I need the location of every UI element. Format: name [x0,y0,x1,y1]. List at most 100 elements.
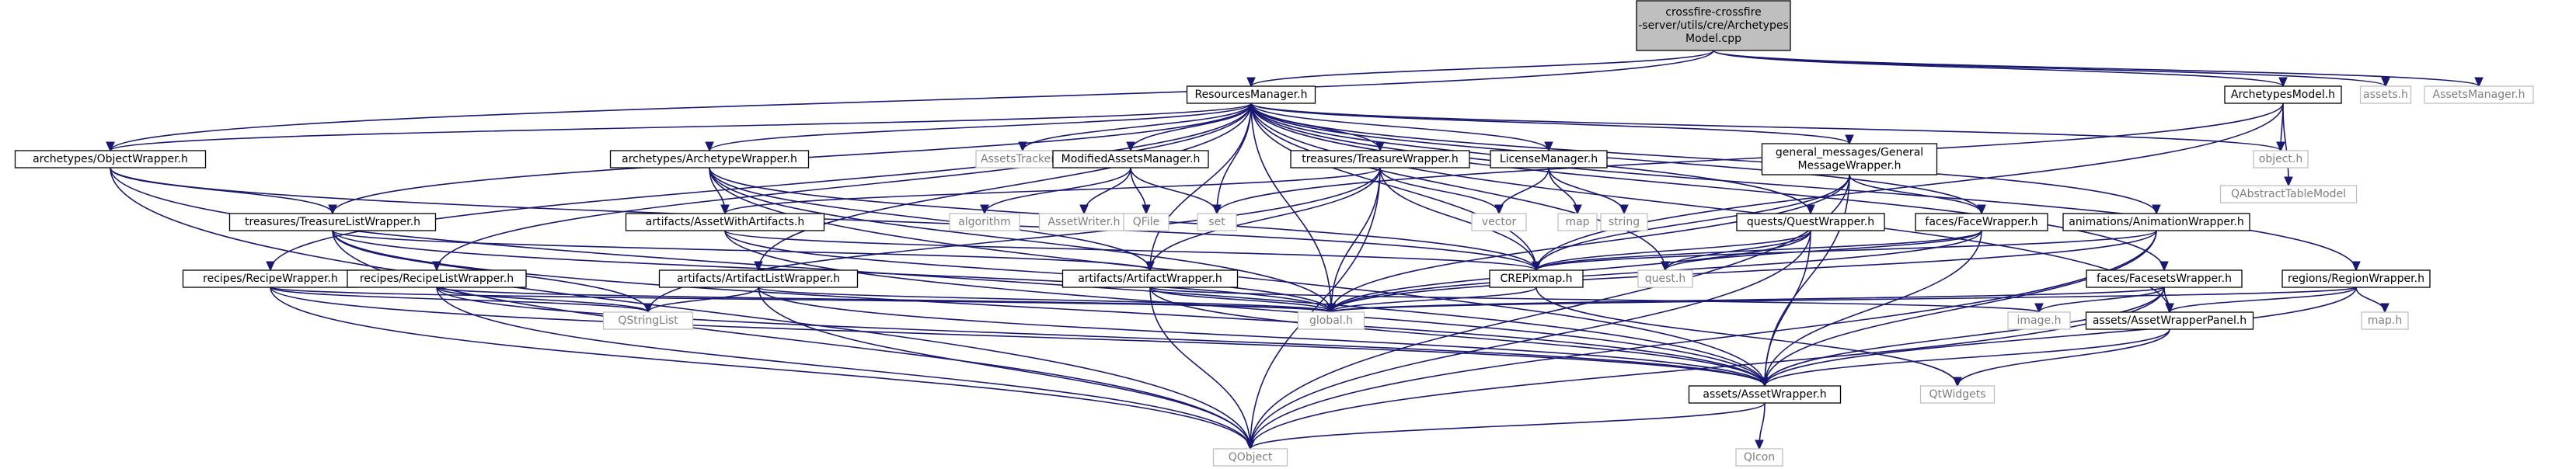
node-label-assets: assets.h [2363,89,2408,101]
node-box-regionwrap [2281,269,2431,288]
node-label-genmsg-line2: MessageWrapper.h [1797,160,1901,172]
node-archwrap[interactable]: archetypes/ArchetypeWrapper.h [609,150,810,168]
edge-treaswrap-to-vector [1379,167,1499,214]
node-box-root [1636,0,1791,51]
edge-recipewrap-to-qstringlist [270,287,648,312]
edge-facewrap-to-questh [1665,230,1982,270]
node-map: map [1557,213,1598,231]
edge-recipelist-to-qstringlist [436,287,648,312]
node-label-string: string [1609,216,1640,228]
node-modassets[interactable]: ModifiedAssetsManager.h [1052,150,1209,168]
node-label-algorithm: algorithm [958,216,1011,228]
node-algorithm: algorithm [949,213,1020,231]
node-box-global [1297,311,1365,330]
node-box-awpanel [2085,311,2254,330]
node-label-assetwriter: AssetWriter.h [1047,216,1120,228]
node-crepixmap[interactable]: CREPixmap.h [1489,269,1584,288]
node-recipelist[interactable]: recipes/RecipeListWrapper.h [347,269,527,288]
edge-regionwrap-to-global [1331,287,2357,312]
node-label-objwrap: archetypes/ObjectWrapper.h [33,153,188,165]
node-label-qabstract: QAbstractTableModel [2231,188,2346,200]
node-box-questh [1637,269,1693,288]
node-label-archwrap: archetypes/ArchetypeWrapper.h [622,153,797,165]
node-qobject: QObject [1212,448,1288,467]
edge-modassets-to-set [1130,167,1217,214]
edge-awpanel-to-qwidgets [1957,328,2170,386]
edge-recipewrap-to-qobject [270,287,1250,449]
node-label-global: global.h [1309,314,1353,327]
edge-resmgr-to-facewrap [1250,102,1982,214]
node-label-archmodel: ArchetypesModel.h [2231,89,2335,101]
node-archmodel[interactable]: ArchetypesModel.h [2224,85,2342,104]
node-label-genmsg-line1: general_messages/General [1776,147,1923,159]
node-facewrap[interactable]: faces/FaceWrapper.h [1915,213,2048,231]
edge-animwrap-to-crepixmap [1536,230,2157,270]
edge-root-to-assets [1713,50,2386,86]
edge-resmgr-to-awpanel [1250,102,2170,312]
node-regionwrap[interactable]: regions/RegionWrapper.h [2281,269,2431,288]
node-box-qabstract [2219,185,2358,203]
node-label-root-line3: Model.cpp [1685,33,1741,45]
node-artlist[interactable]: artifacts/ArtifactListWrapper.h [658,269,859,288]
edge-resmgr-to-crepixmap [1250,102,1536,270]
edge-resmgr-to-animwrap [1250,102,2156,214]
edge-genmsg-to-global [1331,174,1850,312]
edge-facewrap-to-assetwrap [1765,230,1982,386]
node-label-modassets: ModifiedAssetsManager.h [1061,153,1201,165]
node-assetwrap[interactable]: assets/AssetWrapper.h [1688,385,1842,404]
node-label-qfile: QFile [1133,216,1159,228]
node-artwrap[interactable]: artifacts/ArtifactWrapper.h [1061,269,1239,288]
node-box-resmgr [1186,85,1316,104]
edge-treaslist-to-assetwrap [332,230,1765,386]
node-box-qwidgets [1919,385,1996,404]
node-box-awa [625,213,825,231]
node-qicon: QIcon [1735,448,1783,467]
node-animwrap[interactable]: animations/AnimationWrapper.h [2062,213,2250,231]
node-treaswrap[interactable]: treasures/TreasureWrapper.h [1290,150,1470,168]
node-vector: vector [1471,213,1527,231]
node-box-crepixmap [1489,269,1584,288]
node-label-facewrap: faces/FaceWrapper.h [1925,216,2037,228]
node-resmgr[interactable]: ResourcesManager.h [1186,85,1316,104]
node-questh: quest.h [1637,269,1693,288]
node-recipewrap[interactable]: recipes/RecipeWrapper.h [182,269,359,288]
node-label-root-line2: -server/utils/cre/Archetypes [1638,19,1789,32]
edge-treaswrap-to-awa [725,167,1381,214]
node-awpanel[interactable]: assets/AssetWrapperPanel.h [2085,311,2254,330]
node-facesets[interactable]: faces/FacesetsWrapper.h [2086,269,2243,288]
edge-facesets-to-qobject [1250,287,2165,449]
edge-treaswrap-to-artwrap [1150,167,1381,270]
edge-recipelist-to-qobject [436,287,1250,449]
edge-archmodel-to-crepixmap [1536,102,2284,270]
edge-artwrap-to-qobject [1149,287,1250,449]
edge-facesets-to-global [1331,287,2165,312]
edge-regionwrap-to-awpanel [2170,287,2357,312]
edge-facesets-to-imageh [2039,287,2165,312]
node-root[interactable]: crossfire-crossfire-server/utils/cre/Arc… [1636,0,1791,51]
edge-licmgr-to-string [1548,167,1624,214]
node-set: set [1197,213,1237,231]
node-box-genmsg [1761,143,1938,175]
node-box-licmgr [1490,150,1608,168]
node-objecth: object.h [2253,150,2309,168]
edge-resmgr-to-global [1250,102,1331,312]
edge-facesets-to-assetwrap [1765,287,2165,386]
node-questwrap[interactable]: quests/QuestWrapper.h [1736,213,1885,231]
node-label-licmgr: LicenseManager.h [1500,153,1598,165]
node-licmgr[interactable]: LicenseManager.h [1490,150,1608,168]
node-treaslist[interactable]: treasures/TreasureListWrapper.h [228,213,437,231]
node-awa[interactable]: artifacts/AssetWithArtifacts.h [625,213,825,231]
edge-objwrap-to-qobject [110,167,1250,449]
node-label-awpanel: assets/AssetWrapperPanel.h [2093,314,2247,327]
node-label-questh: quest.h [1645,273,1685,285]
node-label-artlist: artifacts/ArtifactListWrapper.h [677,273,840,285]
node-label-treaswrap: treasures/TreasureWrapper.h [1302,153,1458,165]
node-assetsmgr: AssetsManager.h [2424,85,2534,104]
node-box-treaslist [228,213,437,231]
node-objwrap[interactable]: archetypes/ObjectWrapper.h [14,150,207,168]
edge-animwrap-to-assetwrap [1765,230,2157,386]
edge-facewrap-to-crepixmap [1536,230,1982,270]
node-label-awa: artifacts/AssetWithArtifacts.h [646,216,805,228]
edge-treaswrap-to-crepixmap [1379,167,1536,270]
